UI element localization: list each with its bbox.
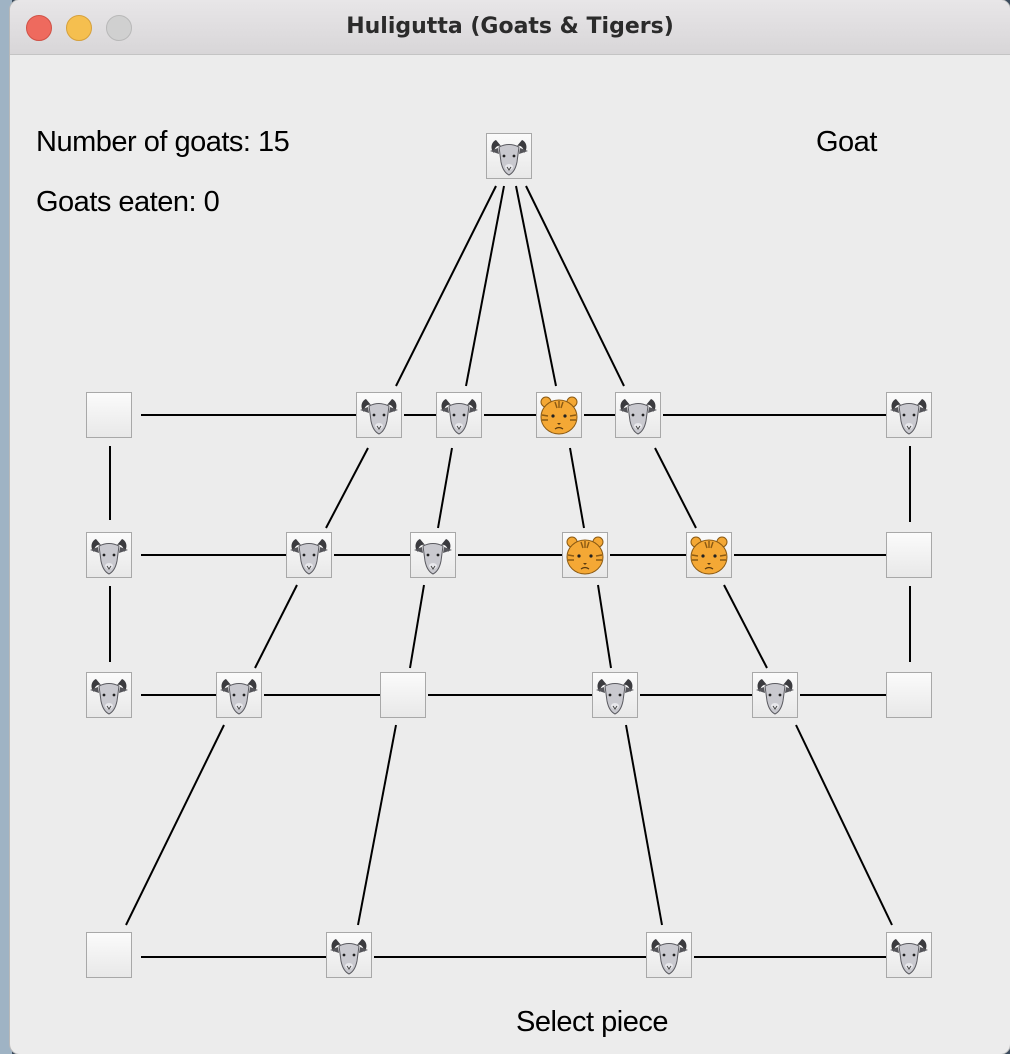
desktop-background	[0, 0, 12, 1054]
window-title: Huligutta (Goats & Tigers)	[346, 14, 674, 39]
goats-count-label: Number of goats: 15	[36, 126, 290, 158]
board-node-r2c2[interactable]	[410, 532, 456, 578]
board-node-r3c0[interactable]	[86, 672, 132, 718]
status-message: Select piece	[516, 1006, 669, 1038]
board-node-r2c3[interactable]	[562, 532, 608, 578]
board-node-r4c3[interactable]	[886, 932, 932, 978]
board-node-r4c2[interactable]	[646, 932, 692, 978]
board-node-r2c0[interactable]	[86, 532, 132, 578]
board-node-r3c5[interactable]	[886, 672, 932, 718]
board-node-r3c1[interactable]	[216, 672, 262, 718]
board-node-r2c1[interactable]	[286, 532, 332, 578]
title-bar[interactable]: Huligutta (Goats & Tigers)	[10, 0, 1010, 55]
board-node-r3c2[interactable]	[380, 672, 426, 718]
board-node-r1c1[interactable]	[356, 392, 402, 438]
board-node-r1c2[interactable]	[436, 392, 482, 438]
zoom-button	[106, 15, 132, 41]
board-node-r3c4[interactable]	[752, 672, 798, 718]
board-node-r2c4[interactable]	[686, 532, 732, 578]
board-node-r4c1[interactable]	[326, 932, 372, 978]
close-button[interactable]	[26, 15, 52, 41]
board-node-apex[interactable]	[486, 133, 532, 179]
board-node-r4c0[interactable]	[86, 932, 132, 978]
board-node-r3c3[interactable]	[592, 672, 638, 718]
turn-indicator: Goat	[816, 126, 877, 158]
game-window: Huligutta (Goats & Tigers)	[10, 0, 1010, 1054]
board-node-r2c5[interactable]	[886, 532, 932, 578]
minimize-button[interactable]	[66, 15, 92, 41]
board-node-r1c0[interactable]	[86, 392, 132, 438]
board-node-r1c5[interactable]	[886, 392, 932, 438]
board-node-r1c4[interactable]	[615, 392, 661, 438]
board-lines	[109, 185, 911, 958]
board-node-r1c3[interactable]	[536, 392, 582, 438]
goats-eaten-label: Goats eaten: 0	[36, 186, 220, 218]
